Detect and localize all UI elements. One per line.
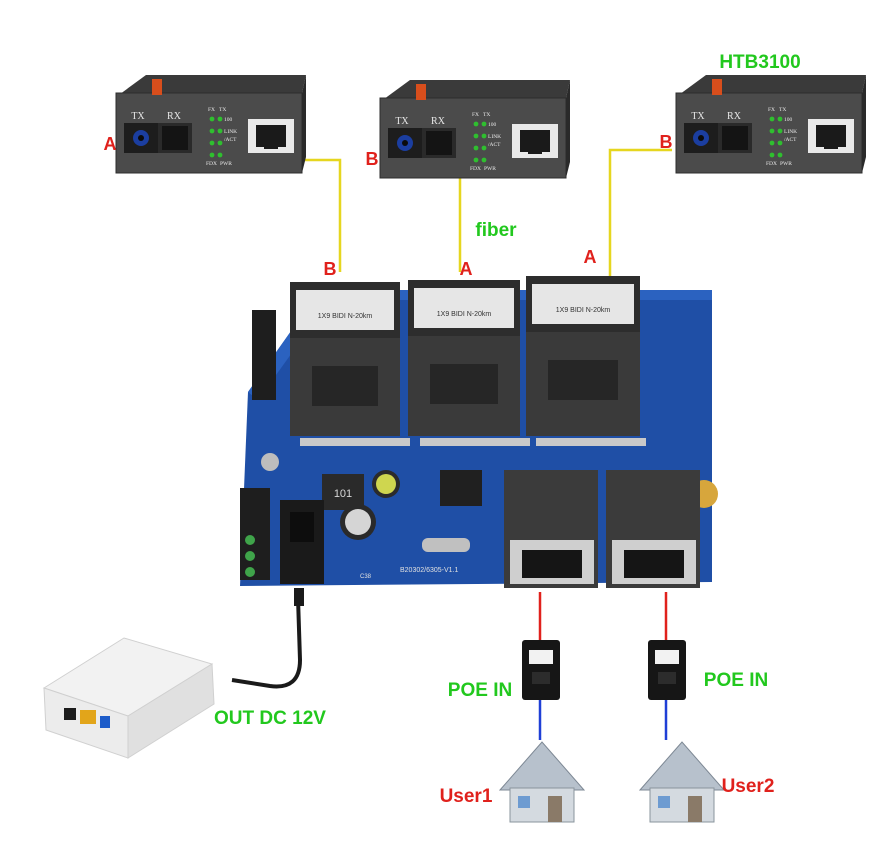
converter-2-led-pwr-label: PWR [484,166,496,172]
converter-1-port-label: A [104,134,117,154]
converter-3-led-tx-label: TX [779,107,786,113]
converter-1-led-fdx-label: FDX [206,161,217,167]
media-converter-2: TX RX FX TX 100 LINK /ACT FDX PWR [379,79,571,179]
converter-1-led-tx-label: TX [219,107,226,113]
module-2-port-label: A [460,259,473,279]
out-dc-label: OUT DC 12V [214,708,326,729]
converter-2-led-fdx-label: FDX [470,166,481,172]
converter-3-led-link-label: LINK [784,129,797,135]
converter-1-led-link-label: LINK [224,129,237,135]
fiber-link-right [608,148,672,276]
module-1-port-label: B [324,259,337,279]
fiber-module-2-label: 1X9 BIDI N-20km [437,311,492,318]
converter-3-tx-label: TX [691,111,705,122]
rj45-ports [504,470,700,588]
fiber-module-2: 1X9 BIDI N-20km [408,280,520,436]
media-converter-3: TX RX FX TX 100 LINK /ACT FDX PWR [675,74,867,174]
user2-house-icon [638,741,726,823]
poe-injector-1 [522,640,560,700]
converter-2-tx-label: TX [395,116,409,127]
converter-2-led-link-label: LINK [488,134,501,140]
user2-label: User2 [722,776,775,797]
converter-3-led-fdx-label: FDX [766,161,777,167]
fiber-module-1-label: 1X9 BIDI N-20km [318,313,373,320]
converter-2-led-tx-label: TX [483,112,490,118]
converter-2-rx-label: RX [431,116,446,127]
fiber-module-3: 1X9 BIDI N-20km [526,276,640,436]
poe-injector-2 [648,640,686,700]
capacitor-label: C38 [360,574,372,580]
converter-3-port-label: B [660,132,673,152]
converter-1-led-act-label: /ACT [224,137,237,143]
diagram-labels: HTB3100 A B B fiber B A A POE IN POE IN … [104,52,801,807]
rj45-port-1 [504,470,598,588]
module-3-port-label: A [584,247,597,267]
converter-1-rx-label: RX [167,111,182,122]
media-converter-1: TX RX FX TX 100 LINK /ACT FDX PWR [115,74,307,174]
fiber-module-3-label: 1X9 BIDI N-20km [556,307,611,314]
converter-1-tx-label: TX [131,111,145,122]
dc-plug [294,588,304,606]
converter-3-led-fx-label: FX [768,107,775,113]
converter-1-led-pwr-label: PWR [220,161,232,167]
rj45-port-2 [606,470,700,588]
user1-house-icon [498,741,586,823]
converter-3-rx-label: RX [727,111,742,122]
converter-3-led-act-label: /ACT [784,137,797,143]
fiber-label: fiber [475,220,517,241]
converter-1-led-100-label: 100 [224,117,233,123]
model-label: HTB3100 [719,52,800,73]
converter-2-port-label: B [366,149,379,169]
fiber-module-1: 1X9 BIDI N-20km [290,282,400,436]
poe-in-label-1: POE IN [448,680,512,701]
converter-1-led-fx-label: FX [208,107,215,113]
converter-2-led-act-label: /ACT [488,142,501,148]
converter-3-led-100-label: 100 [784,117,793,123]
ont-device [42,637,215,759]
user1-label: User1 [440,786,493,807]
inductor-label: 101 [334,488,352,500]
fiber-links [298,148,672,276]
poe-in-label-2: POE IN [704,670,768,691]
converter-2-led-fx-label: FX [472,112,479,118]
converter-2-led-100-label: 100 [488,122,497,128]
board-code: B20302/6305-V1.1 [400,567,458,574]
copper-links [538,592,668,740]
fiber-modules: 1X9 BIDI N-20km 1X9 BIDI N-20km 1X9 BIDI… [290,276,640,436]
fiber-link-left [298,158,342,272]
dc-power-cable [231,597,303,689]
converter-3-led-pwr-label: PWR [780,161,792,167]
